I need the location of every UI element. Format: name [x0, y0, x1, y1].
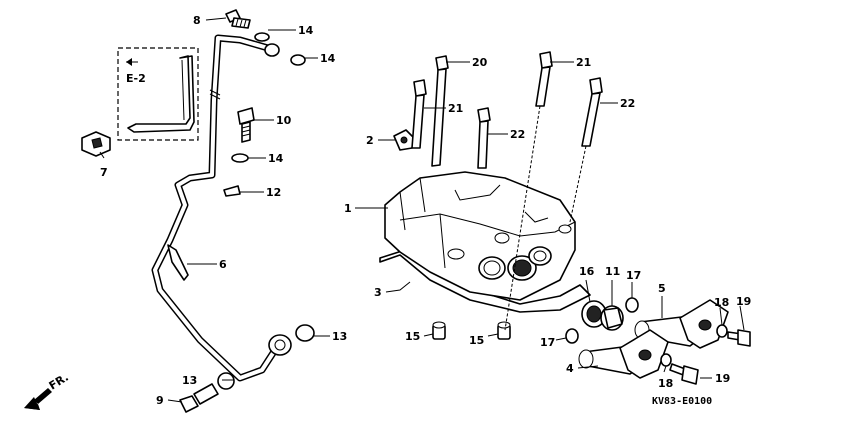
drawing-code: KV83-E0100 — [652, 396, 712, 407]
callout-6: 6 — [219, 258, 227, 271]
callout-13-b: 13 — [182, 374, 197, 387]
callout-15-a: 15 — [405, 330, 420, 343]
callout-22-a: 22 — [510, 128, 525, 141]
callout-5: 5 — [658, 282, 666, 295]
callout-7: 7 — [100, 166, 108, 179]
clip-12 — [223, 185, 241, 197]
bolt-20 — [431, 55, 449, 167]
callout-14-c: 14 — [268, 152, 284, 165]
dowel-15-a — [432, 321, 446, 340]
callout-3: 3 — [374, 286, 382, 299]
bolt-21-a — [411, 79, 427, 149]
callout-16: 16 — [579, 265, 595, 278]
callout-14-a: 14 — [298, 24, 314, 37]
callout-13-a: 13 — [332, 330, 347, 343]
bolt-19-b — [669, 363, 699, 385]
clip-2 — [393, 129, 415, 151]
bolt-21-b — [504, 51, 553, 331]
inset-ref-label: E-2 — [126, 72, 146, 85]
washer-13-b — [217, 372, 235, 390]
callout-12: 12 — [266, 186, 281, 199]
callout-10: 10 — [276, 114, 292, 127]
bolt-10 — [237, 107, 255, 143]
callout-numbers: 1 2 3 4 5 6 7 8 9 10 11 12 13 13 14 14 1… — [100, 14, 751, 407]
front-label: FR. — [47, 371, 71, 393]
washer-14-mid — [231, 153, 249, 163]
breather-tube — [151, 34, 292, 382]
plug-11 — [600, 305, 624, 331]
callout-2: 2 — [366, 134, 374, 147]
front-arrow: FR. — [24, 371, 71, 410]
bolt-22-b — [569, 77, 603, 223]
inset-box: E-2 — [117, 47, 199, 141]
o-ring-17-b — [565, 328, 579, 344]
bolt-8 — [225, 9, 251, 29]
callout-21-b: 21 — [576, 56, 591, 69]
washer-18-a — [716, 324, 728, 338]
nut-7 — [81, 131, 111, 157]
callout-11: 11 — [605, 265, 620, 278]
callout-4: 4 — [566, 362, 574, 375]
callout-18-a: 18 — [714, 296, 729, 309]
callout-9: 9 — [156, 394, 164, 407]
callout-21-a: 21 — [448, 102, 463, 115]
callout-19-b: 19 — [715, 372, 730, 385]
bolt-9 — [179, 383, 219, 413]
callout-1: 1 — [344, 202, 352, 215]
dowel-15-b — [497, 321, 511, 340]
callout-14-b: 14 — [320, 52, 336, 65]
washer-14-b — [290, 54, 306, 66]
callout-20: 20 — [472, 56, 488, 69]
o-ring-17-a — [625, 297, 639, 313]
callout-17-a: 17 — [626, 269, 641, 282]
callout-8: 8 — [193, 14, 201, 27]
callout-17-b: 17 — [540, 336, 555, 349]
callout-22-b: 22 — [620, 97, 635, 110]
tappet-cover-4 — [578, 329, 669, 379]
washer-13-a — [295, 324, 315, 342]
callout-15-b: 15 — [469, 334, 484, 347]
head-cover-1 — [384, 171, 576, 301]
callout-19-a: 19 — [736, 295, 751, 308]
washer-18-b — [660, 353, 672, 367]
washer-14-a — [254, 32, 270, 42]
bolt-19-a — [727, 329, 751, 347]
leader-lines — [99, 17, 745, 403]
callout-18-b: 18 — [658, 377, 673, 390]
bolt-22-a — [477, 107, 491, 169]
